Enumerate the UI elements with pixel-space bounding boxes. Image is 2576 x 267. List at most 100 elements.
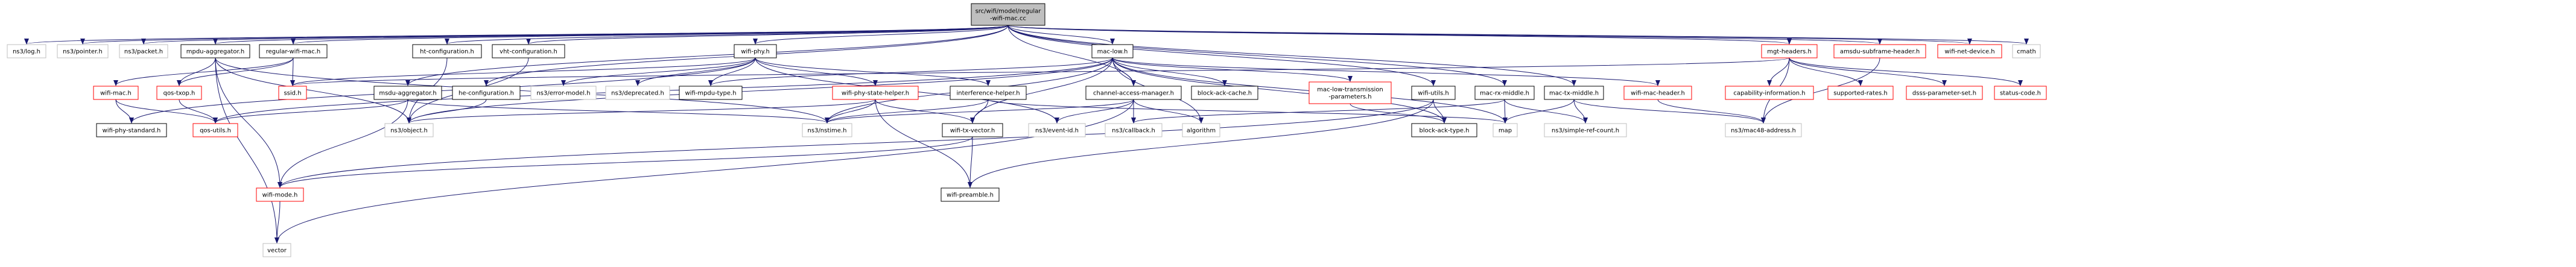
edge-mac-low-h-to-block-ack-cache-h [1112,57,1227,86]
node-ns3-object-h[interactable]: ns3/object.h [384,123,434,137]
edge-mgt-headers-h-to-capability-information-h [1767,57,1790,86]
edge-regular-wifi-mac-h-to-qos-txop-h [177,57,294,86]
edge-mpdu-aggregator-h-to-vector [215,57,279,243]
edge-mac-low-h-to-wifi-tx-vector-h [970,57,1113,124]
node-wifi-preamble-h[interactable]: wifi-preamble.h [941,187,1000,202]
node-mgt-headers-h[interactable]: mgt-headers.h [1761,44,1818,58]
ns3-packet-h-box [119,44,168,58]
node-qos-txop-h[interactable]: qos-txop.h [156,86,202,100]
node-vector[interactable]: vector [262,243,291,257]
capability-information-h-label: capability-information.h [1733,90,1805,97]
edge-root-to-wifi-utils-h [1007,25,1436,86]
wifi-net-device-h-box [1937,44,2002,58]
node-ns3-error-model-h[interactable]: ns3/error-model.h [530,86,597,100]
node-dsss-parameter-set-h[interactable]: dsss-parameter-set.h [1906,86,1983,100]
capability-information-h-box [1725,86,1814,100]
node-wifi-utils-h[interactable]: wifi-utils.h [1411,86,1456,100]
node-wifi-phy-h[interactable]: wifi-phy.h [734,44,777,58]
node-mac-rx-middle-h[interactable]: mac-rx-middle.h [1474,86,1535,100]
block-ack-cache-h-box [1191,86,1258,100]
node-capability-information-h[interactable]: capability-information.h [1725,86,1814,100]
edge-interference-helper-h-to-ns3-nstime-h [825,99,989,124]
vector-box [262,243,291,257]
node-cmath[interactable]: cmath [2012,44,2041,58]
node-vht-configuration-h[interactable]: vht-configuration.h [492,44,565,58]
edge-qos-txop-h-to-qos-utils-h [179,99,218,124]
regular-wifi-mac-h-box [259,44,328,58]
node-mac-tx-middle-h[interactable]: mac-tx-middle.h [1544,86,1604,100]
node-ns3-deprecated-h[interactable]: ns3/deprecated.h [605,86,670,100]
edge-wifi-phy-h-to-ns3-deprecated-h [635,57,756,86]
node-status-code-h[interactable]: status-code.h [1994,86,2047,100]
node-mac-low-h[interactable]: mac-low.h [1091,44,1134,58]
node-ns3-simple-ref-count-h[interactable]: ns3/simple-ref-count.h [1544,123,1627,137]
node-wifi-phy-state-helper-h[interactable]: wifi-phy-state-helper.h [832,86,919,100]
he-configuration-h-label: he-configuration.h [458,90,514,97]
wifi-utils-h-label: wifi-utils.h [1418,90,1448,97]
interference-helper-h-label: interference-helper.h [956,90,1020,97]
node-ns3-nstime-h[interactable]: ns3/nstime.h [802,123,852,137]
node-wifi-tx-vector-h[interactable]: wifi-tx-vector.h [942,123,1003,137]
supported-rates-h-label: supported-rates.h [1833,90,1888,97]
node-block-ack-cache-h[interactable]: block-ack-cache.h [1191,86,1258,100]
msdu-aggregator-h-label: msdu-aggregator.h [379,90,436,97]
node-ns3-callback-h[interactable]: ns3/callback.h [1105,123,1163,137]
node-supported-rates-h[interactable]: supported-rates.h [1827,86,1894,100]
edge-mgt-headers-h-to-dsss-parameter-set-h [1789,57,1947,86]
ns3-pointer-h-label: ns3/pointer.h [63,49,103,55]
wifi-phy-state-helper-h-box [832,86,919,100]
edge-mac-rx-middle-h-to-ns3-callback-h [1131,99,1505,124]
node-wifi-mode-h[interactable]: wifi-mode.h [256,187,304,202]
node-wifi-net-device-h[interactable]: wifi-net-device.h [1937,44,2002,58]
node-ns3-log-h[interactable]: ns3/log.h [7,44,46,58]
mac-low-transmission-parameters-h-label: mac-low-transmission [1317,87,1383,93]
edge-wifi-tx-vector-h-to-wifi-mode-h [278,136,973,188]
node-block-ack-type-h[interactable]: block-ack-type.h [1411,123,1477,137]
ht-configuration-h-box [412,44,482,58]
nodes-layer: src/wifi/model/regular-wifi-mac.ccns3/lo… [7,3,2047,257]
edge-regular-wifi-mac-h-to-wifi-mac-h [113,57,294,86]
edge-mac-low-transmission-parameters-h-to-block-ack-type-h [1350,103,1447,124]
ns3-simple-ref-count-h-box [1544,123,1627,137]
wifi-mode-h-label: wifi-mode.h [262,192,298,199]
node-amsdu-subframe-header-h[interactable]: amsdu-subframe-header.h [1833,44,1926,58]
edge-wifi-mac-h-to-wifi-phy-standard-h [115,99,134,124]
wifi-phy-standard-h-label: wifi-phy-standard.h [103,128,161,134]
ns3-object-h-label: ns3/object.h [390,128,428,134]
node-ns3-pointer-h[interactable]: ns3/pointer.h [57,44,109,58]
node-ssid-h[interactable]: ssid.h [278,86,307,100]
node-msdu-aggregator-h[interactable]: msdu-aggregator.h [373,86,442,100]
vht-configuration-h-box [492,44,565,58]
ssid-h-box [278,86,307,100]
ns3-event-id-h-box [1028,123,1086,137]
node-interference-helper-h[interactable]: interference-helper.h [950,86,1027,100]
edge-wifi-utils-h-to-wifi-preamble-h [968,99,1434,188]
node-ns3-event-id-h[interactable]: ns3/event-id.h [1028,123,1086,137]
node-wifi-mac-h[interactable]: wifi-mac.h [93,86,139,100]
node-regular-wifi-mac-h[interactable]: regular-wifi-mac.h [259,44,328,58]
node-wifi-mac-header-h[interactable]: wifi-mac-header.h [1623,86,1692,100]
node-channel-access-manager-h[interactable]: channel-access-manager.h [1085,86,1182,100]
node-ht-configuration-h[interactable]: ht-configuration.h [412,44,482,58]
node-he-configuration-h[interactable]: he-configuration.h [452,86,521,100]
edge-mpdu-aggregator-h-to-ns3-nstime-h [215,57,830,124]
node-qos-utils-h[interactable]: qos-utils.h [192,123,238,137]
ns3-mac48-address-h-label: ns3/mac48-address.h [1731,128,1796,134]
node-wifi-mpdu-type-h[interactable]: wifi-mpdu-type.h [679,86,743,100]
node-algorithm[interactable]: algorithm [1182,123,1220,137]
node-mac-low-transmission-parameters-h[interactable]: mac-low-transmission-parameters.h [1309,81,1392,104]
node-wifi-phy-standard-h[interactable]: wifi-phy-standard.h [96,123,167,137]
block-ack-type-h-label: block-ack-type.h [1419,128,1469,134]
node-mpdu-aggregator-h[interactable]: mpdu-aggregator.h [180,44,250,58]
node-ns3-mac48-address-h[interactable]: ns3/mac48-address.h [1725,123,1802,137]
node-map[interactable]: map [1493,123,1518,137]
node-ns3-packet-h[interactable]: ns3/packet.h [119,44,168,58]
ht-configuration-h-label: ht-configuration.h [420,49,474,55]
edge-root-to-wifi-phy-h [753,25,1009,45]
mpdu-aggregator-h-box [180,44,250,58]
regular-wifi-mac-h-label: regular-wifi-mac.h [266,49,320,55]
interference-helper-h-box [950,86,1027,100]
edge-wifi-mode-h-to-vector [274,201,281,243]
cmath-label: cmath [2017,49,2036,55]
mac-low-transmission-parameters-h-label: -parameters.h [1328,94,1371,101]
